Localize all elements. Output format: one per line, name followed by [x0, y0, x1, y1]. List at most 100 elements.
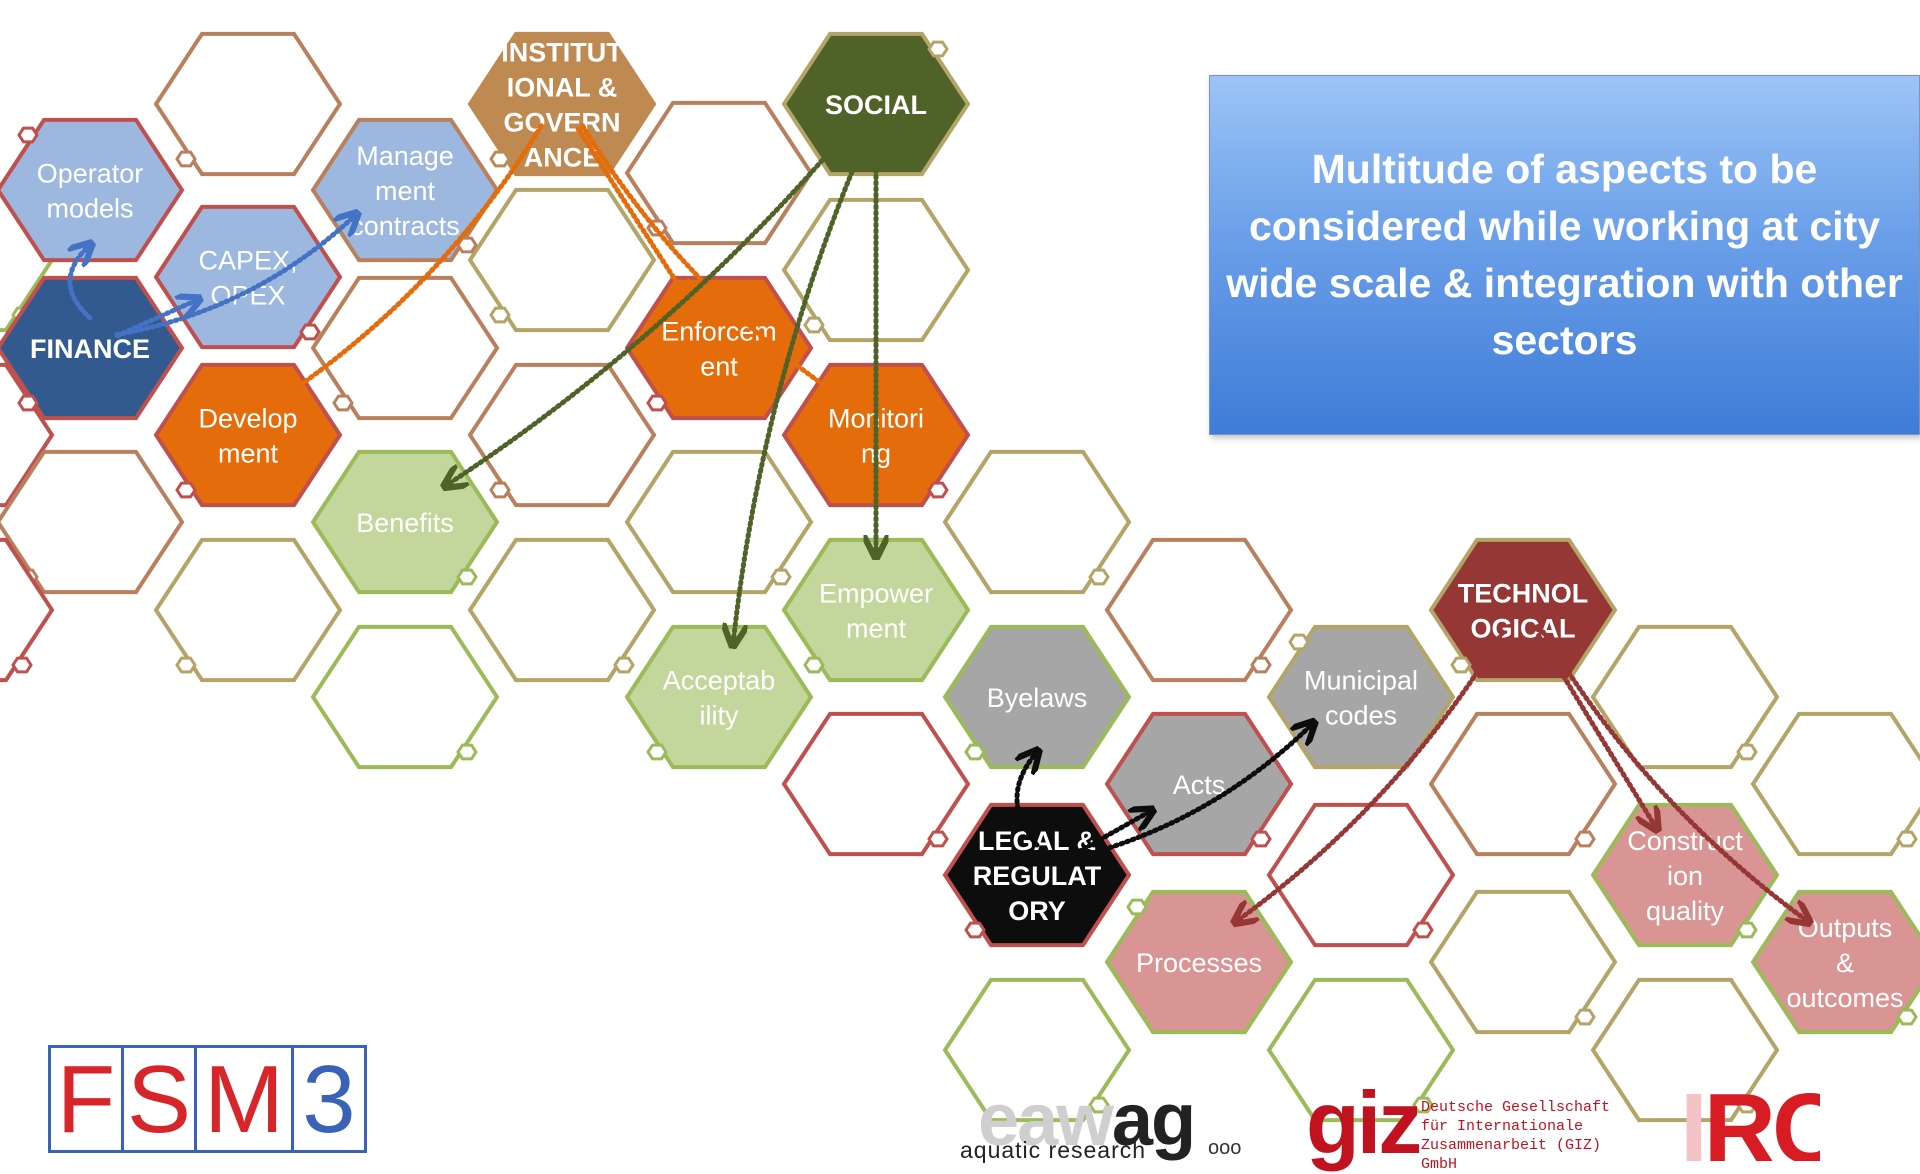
- fsm-letter-f: F: [48, 1045, 124, 1153]
- hexagon-empty-4: [310, 275, 500, 421]
- hexagon-shape: [1428, 537, 1618, 683]
- hexagon-development: Develop ment: [153, 362, 343, 508]
- hexagon-shape: [1266, 802, 1456, 948]
- hexagon-node-icon: [17, 126, 39, 144]
- hexagon-node-icon: [964, 743, 986, 761]
- arrow-social-to-benefits: [446, 121, 857, 486]
- hexagon-shape: [781, 711, 971, 857]
- hexagon-empty-15: [781, 711, 971, 857]
- hexagon-acts: Acts: [1104, 711, 1294, 857]
- hexagon-label-line: Develop: [198, 404, 297, 434]
- hexagon-shape: [781, 537, 971, 683]
- hexagon-label-byelaws: Byelaws: [987, 683, 1088, 713]
- hexagon-node-icon: [1088, 1096, 1110, 1114]
- hexagon-shape: [942, 624, 1132, 770]
- hexagon-label-line: Processes: [1136, 948, 1262, 978]
- hexagon-label-line: Municipal: [1304, 666, 1418, 696]
- hexagon-shape: [0, 537, 55, 683]
- hexagon-shape: [781, 31, 971, 177]
- hexagon-empty-22: [310, 624, 500, 770]
- hexagon-node-icon: [1736, 921, 1758, 939]
- hexagon-label-social: SOCIAL: [825, 90, 927, 120]
- hexagon-empty-1: [153, 31, 343, 177]
- hexagon-node-icon: [332, 394, 354, 412]
- giz-org-name: Deutsche Gesellschaft für Internationale…: [1421, 1098, 1646, 1174]
- hexagon-label-development: Develop ment: [198, 404, 297, 469]
- hexagon-node-icon: [803, 316, 825, 334]
- hexagon-outputs-outcomes: Outputs&outcomes: [1750, 889, 1920, 1035]
- hexagon-empty-13: [1104, 537, 1294, 683]
- hexagon-label-line: Enforcem: [661, 317, 777, 347]
- hexagon-node-icon: [1412, 921, 1434, 939]
- hexagon-node-icon: [1250, 830, 1272, 848]
- hexagon-node-icon: [1412, 1096, 1434, 1114]
- hexagon-empty-14: [942, 977, 1132, 1123]
- hexagon-node-icon: [175, 481, 197, 499]
- arrow-legal-to-acts: [1060, 811, 1151, 863]
- hexagon-node-icon: [299, 323, 321, 341]
- irc-logo: IRC: [1680, 1086, 1820, 1161]
- hexagon-benefits: Benefits: [310, 449, 500, 595]
- hexagon-shape: [467, 187, 657, 333]
- hexagon-shape: [1104, 537, 1294, 683]
- eawag-wordmark: eawag: [978, 1077, 1196, 1162]
- hexagon-shape: [942, 977, 1132, 1123]
- hexagon-shape: [1428, 889, 1618, 1035]
- giz-wordmark: giz: [1306, 1073, 1422, 1172]
- hexagon-shape: [942, 449, 1132, 595]
- hexagon-node-icon: [613, 656, 635, 674]
- hexagon-label-processes: Processes: [1136, 948, 1262, 978]
- hexagon-label-line: REGULAT: [973, 861, 1102, 891]
- hexagon-shape: [0, 362, 55, 508]
- hexagon-label-line: TECHNOL: [1458, 579, 1589, 609]
- hexagon-node-icon: [964, 921, 986, 939]
- hexagon-node-icon: [927, 40, 949, 58]
- hexagon-label-line: IONAL &: [507, 73, 618, 103]
- arrow-legal-to-municipal-codes: [1060, 724, 1313, 864]
- hexagon-empty-10: [467, 537, 657, 683]
- hexagon-finance: FINANCE: [0, 275, 185, 421]
- hexagon-label-line: Construct: [1627, 826, 1743, 856]
- arrow-layer: [70, 121, 1808, 922]
- hexagon-label-line: OGICAL: [1471, 614, 1576, 644]
- eawag-word-faded: eaw: [978, 1078, 1114, 1161]
- irc-letter-faded: I: [1680, 1086, 1708, 1161]
- hexagon-label-line: ment: [218, 439, 279, 469]
- hexagon-node-icon: [489, 481, 511, 499]
- eawag-word-bold: ag: [1111, 1078, 1196, 1161]
- hexagon-node-icon: [927, 830, 949, 848]
- hexagon-label-line: Operator: [37, 159, 144, 189]
- fsm3-logo: F S M 3: [48, 1045, 367, 1153]
- arrow-technological-to-outputs-outcomes: [1540, 629, 1808, 921]
- hexagon-technological: TECHNOL OGICAL: [1428, 537, 1618, 683]
- hexagon-shape: [942, 802, 1132, 948]
- fsm-letter-s: S: [121, 1045, 197, 1153]
- hexagon-node-icon: [456, 568, 478, 586]
- hexagon-empty-11: [624, 449, 814, 595]
- hexagon-shape: [310, 624, 500, 770]
- hexagon-processes: Processes: [1104, 889, 1294, 1035]
- arrow-institutional-to-monitoring: [580, 123, 839, 395]
- hexagon-node-icon: [11, 656, 33, 674]
- hexagon-node-icon: [456, 743, 478, 761]
- hexagon-shape: [153, 31, 343, 177]
- hexagon-label-line: Byelaws: [987, 683, 1088, 713]
- hexagon-node-icon: [1126, 898, 1148, 916]
- hexagon-label-line: SOCIAL: [825, 90, 927, 120]
- hexagon-node-icon: [489, 306, 511, 324]
- eawag-dots: ooo: [1208, 1137, 1242, 1159]
- hexagon-empty-6: [467, 362, 657, 508]
- callout-text: Multitude of aspects to be considered wh…: [1226, 146, 1903, 363]
- hexagon-shape: [1590, 624, 1780, 770]
- hexagon-empty-7: [0, 362, 55, 508]
